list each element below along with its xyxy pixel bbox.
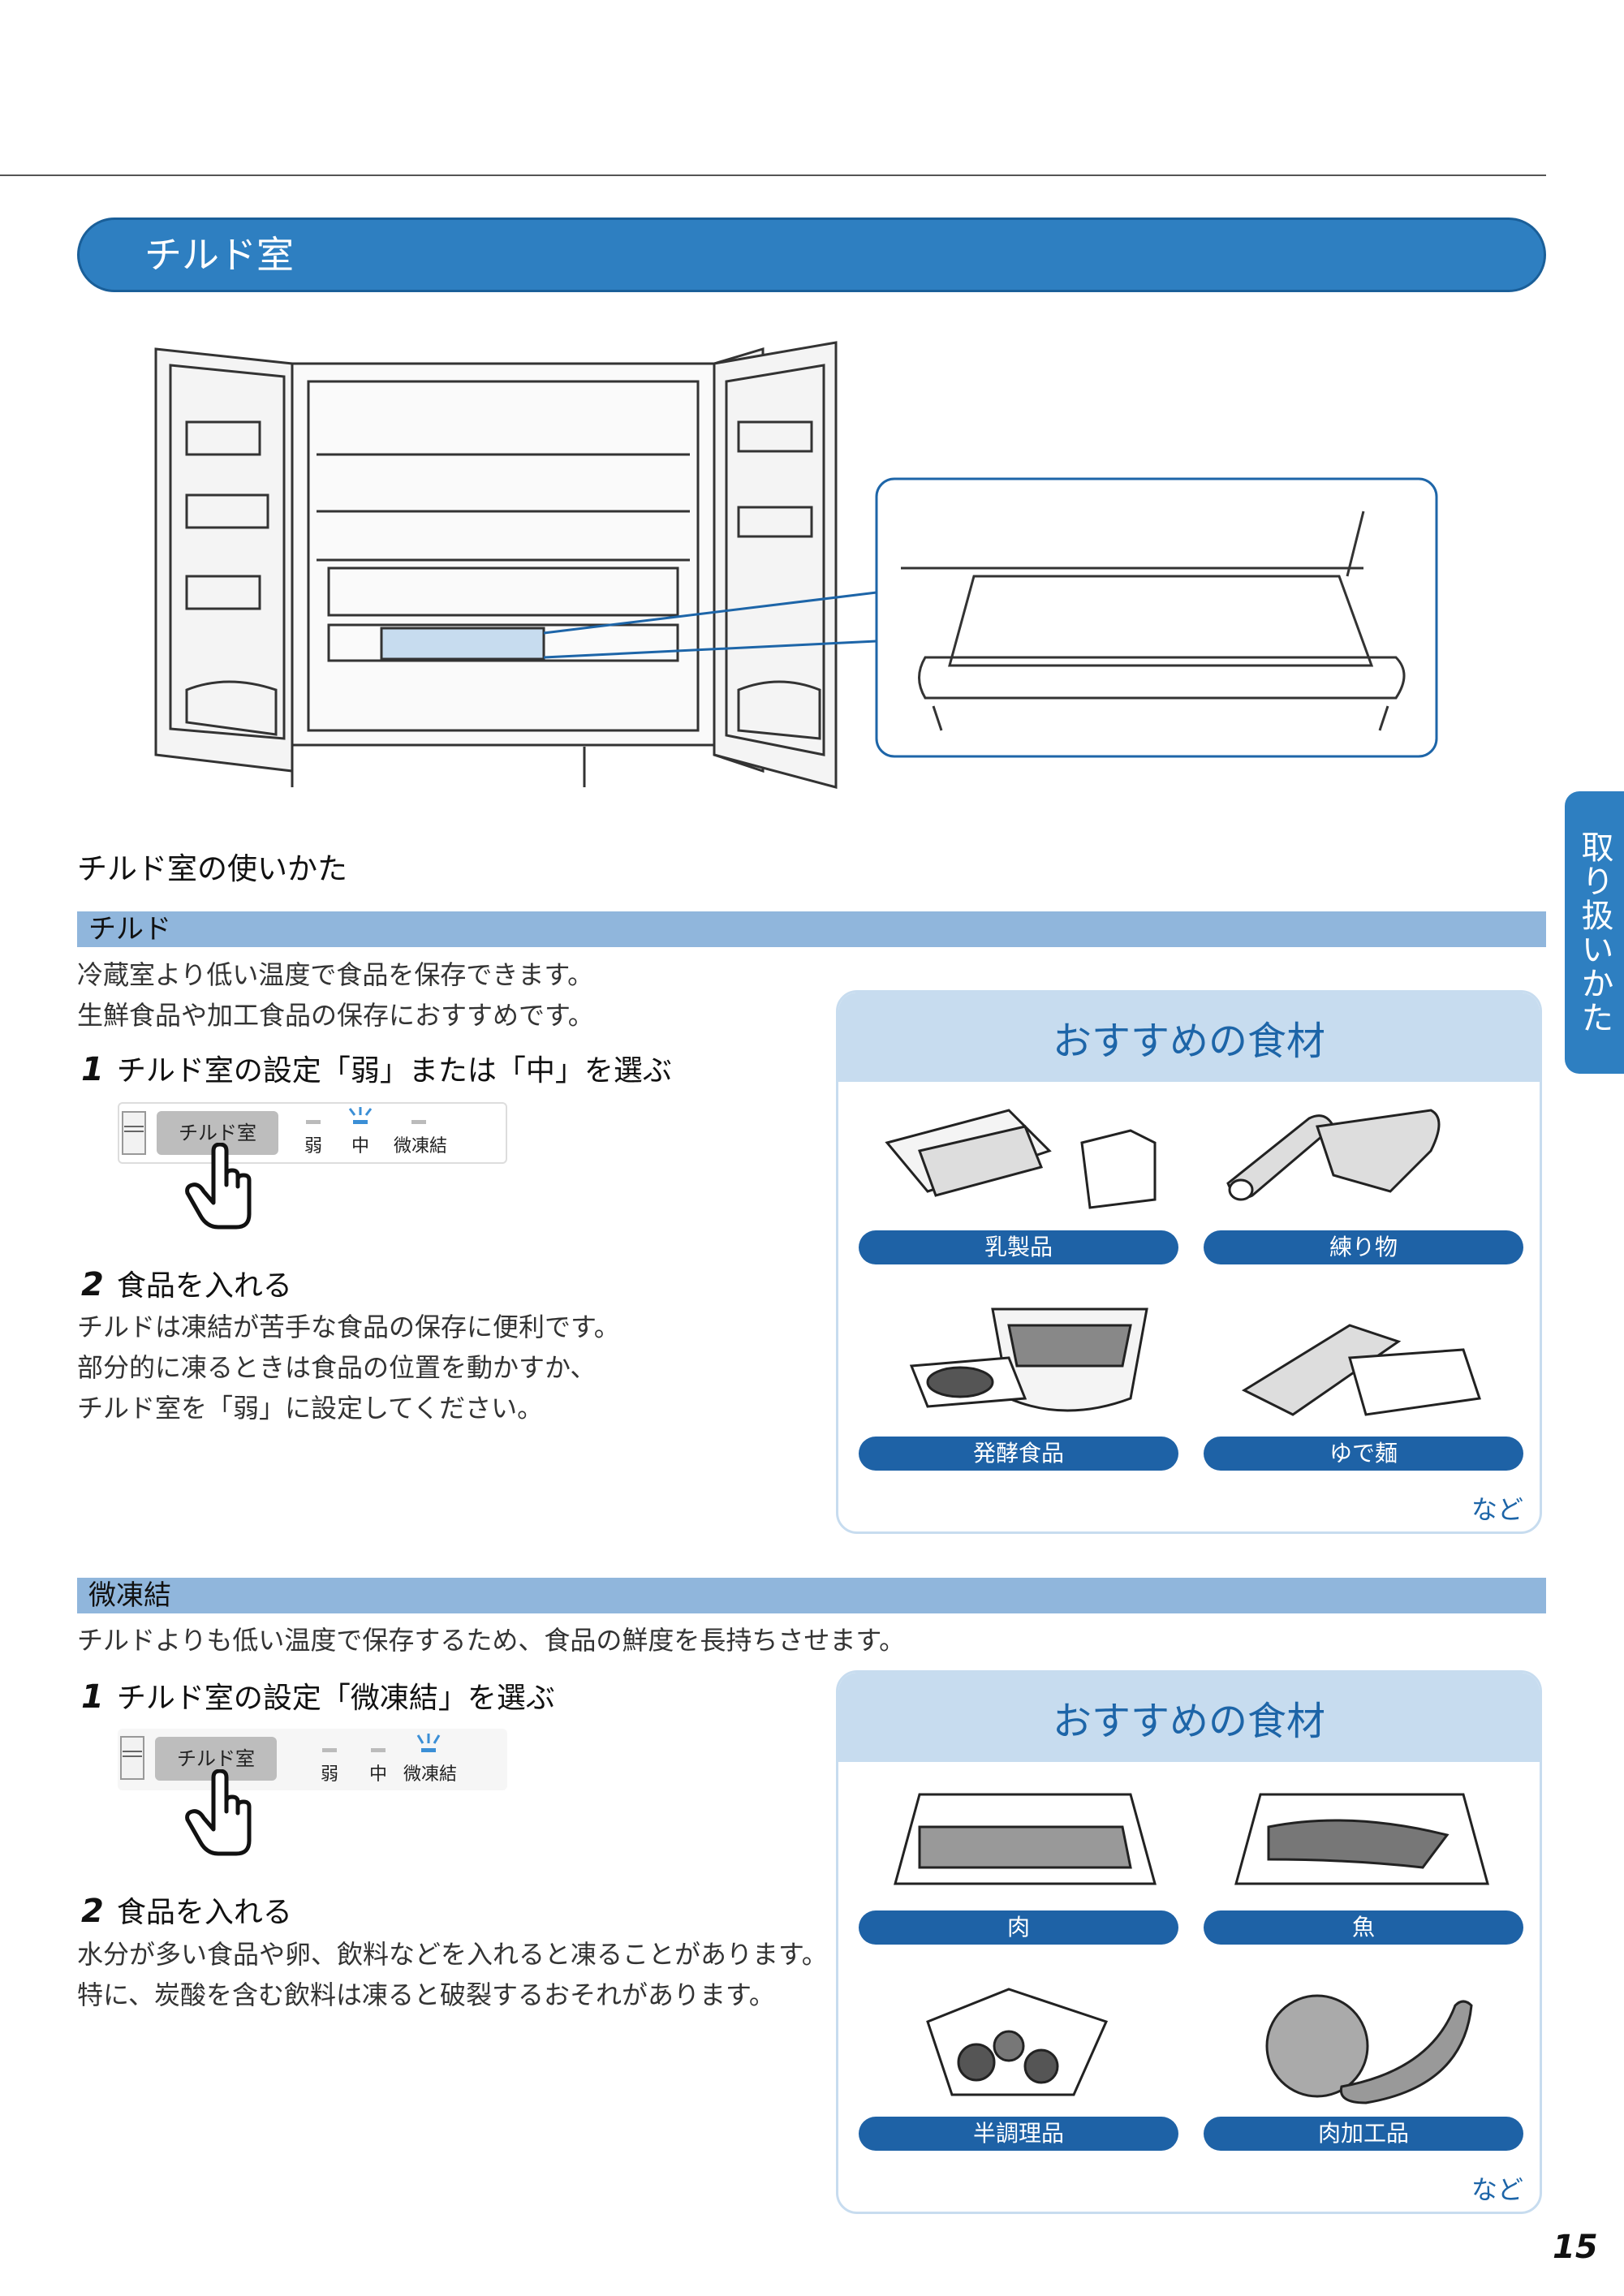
chilled-intro: 冷蔵室より低い温度で食品を保存できます。 生鮮食品や加工食品の保存におすすめです… (77, 954, 594, 1036)
body-line: チルドは凍結が苦手な食品の保存に便利です。 (77, 1312, 620, 1342)
page-number: 15 (1553, 2229, 1598, 2266)
chilled-intro-line: 生鮮食品や加工食品の保存におすすめです。 (77, 1000, 594, 1031)
food-label-noodles: ゆで麺 (1204, 1437, 1523, 1471)
food-illustrations-row1 (885, 1109, 1441, 1209)
label-micro: 微凍結 (393, 1136, 447, 1157)
body-line: 部分的に凍るときは食品の位置を動かすか、 (77, 1352, 597, 1383)
micro-control-panel: チルド室 弱 中 微凍結 (118, 1729, 507, 1790)
step-text: チルド室の設定「弱」または「中」を選ぶ (116, 1054, 672, 1088)
food-illustrations-row3 (894, 1793, 1489, 1885)
side-tab[interactable]: 取り扱いかた (1565, 791, 1624, 1074)
indicator-micro-lit (421, 1748, 436, 1752)
food-illustrations-row4 (926, 1988, 1473, 2104)
panel-title: おすすめの食材 (838, 1673, 1540, 1762)
chilled-recommend-panel: おすすめの食材 乳製品 練り物 発酵食品 ゆで麺 など (836, 990, 1542, 1534)
indicator-glow-icon (348, 1107, 373, 1116)
step-number: 2 (81, 1266, 104, 1303)
body-line: チルド室を「弱」に設定してください。 (77, 1393, 544, 1424)
label-mid: 中 (368, 1764, 387, 1785)
control-edge-icon (122, 1111, 146, 1155)
indicator-mid (371, 1748, 386, 1752)
micro-recommend-panel: おすすめの食材 肉 魚 半調理品 肉加工品 など (836, 1670, 1542, 2214)
panel-more-text: など (1471, 2174, 1524, 2205)
indicator-mid-lit (353, 1120, 368, 1124)
indicator-glow-icon (416, 1734, 441, 1744)
step-number: 1 (81, 1051, 104, 1088)
micro-intro: チルドよりも低い温度で保存するため、食品の鮮度を長持ちさせます。 (77, 1625, 906, 1656)
fridge-illustration (154, 341, 1438, 789)
step-number: 1 (81, 1678, 104, 1716)
usage-heading: チルド室の使いかた (77, 851, 347, 886)
indicator-weak (306, 1120, 321, 1124)
chilled-step2-body: チルドは凍結が苦手な食品の保存に便利です。 部分的に凍るときは食品の位置を動かす… (77, 1307, 620, 1428)
micro-band: 微凍結 (77, 1578, 1546, 1613)
indicator-weak (322, 1748, 337, 1752)
chilled-control-panel: チルド室 弱 中 微凍結 (118, 1102, 507, 1164)
hand-pointer-icon (185, 1769, 252, 1856)
food-label-fish: 魚 (1204, 1910, 1523, 1945)
panel-title: おすすめの食材 (838, 993, 1540, 1082)
hand-pointer-icon (185, 1143, 252, 1230)
indicator-micro (411, 1120, 426, 1124)
chilled-intro-line: 冷蔵室より低い温度で食品を保存できます。 (77, 959, 594, 990)
section-title: チルド室 (144, 233, 294, 277)
micro-band-label: 微凍結 (88, 1579, 171, 1612)
chilled-band: チルド (77, 911, 1546, 947)
food-illustrations-row2 (909, 1307, 1481, 1416)
food-label-fermented: 発酵食品 (859, 1437, 1178, 1471)
body-line: 水分が多い食品や卵、飲料などを入れると凍ることがあります。 (77, 1939, 828, 1970)
control-edge-icon (120, 1736, 144, 1780)
label-micro: 微凍結 (403, 1764, 457, 1785)
food-label-semi-cooked: 半調理品 (859, 2117, 1178, 2151)
food-label-processed-meat: 肉加工品 (1204, 2117, 1523, 2151)
step-number: 2 (81, 1893, 104, 1930)
top-rule (0, 174, 1546, 176)
step-text: 食品を入れる (116, 1896, 292, 1929)
section-title-bar (77, 218, 1546, 292)
micro-step2: 2 食品を入れる (81, 1889, 292, 1931)
label-weak: 弱 (304, 1136, 322, 1157)
food-label-fishpaste: 練り物 (1204, 1230, 1523, 1264)
micro-step2-body: 水分が多い食品や卵、飲料などを入れると凍ることがあります。 特に、炭酸を含む飲料… (77, 1934, 828, 2015)
chilled-step1: 1 チルド室の設定「弱」または「中」を選ぶ (81, 1047, 672, 1089)
chilled-band-label: チルド (88, 913, 171, 946)
label-mid: 中 (351, 1136, 369, 1157)
side-tab-label: 取り扱いかた (1575, 830, 1613, 1035)
label-weak: 弱 (320, 1764, 338, 1785)
chilled-step2: 2 食品を入れる (81, 1262, 292, 1304)
micro-step1: 1 チルド室の設定「微凍結」を選ぶ (81, 1674, 555, 1717)
food-label-meat: 肉 (859, 1910, 1178, 1945)
step-text: 食品を入れる (116, 1269, 292, 1303)
panel-more-text: など (1471, 1494, 1524, 1525)
step-text: チルド室の設定「微凍結」を選ぶ (116, 1682, 555, 1715)
body-line: 特に、炭酸を含む飲料は凍ると破裂するおそれがあります。 (77, 1979, 775, 2010)
food-label-dairy: 乳製品 (859, 1230, 1178, 1264)
